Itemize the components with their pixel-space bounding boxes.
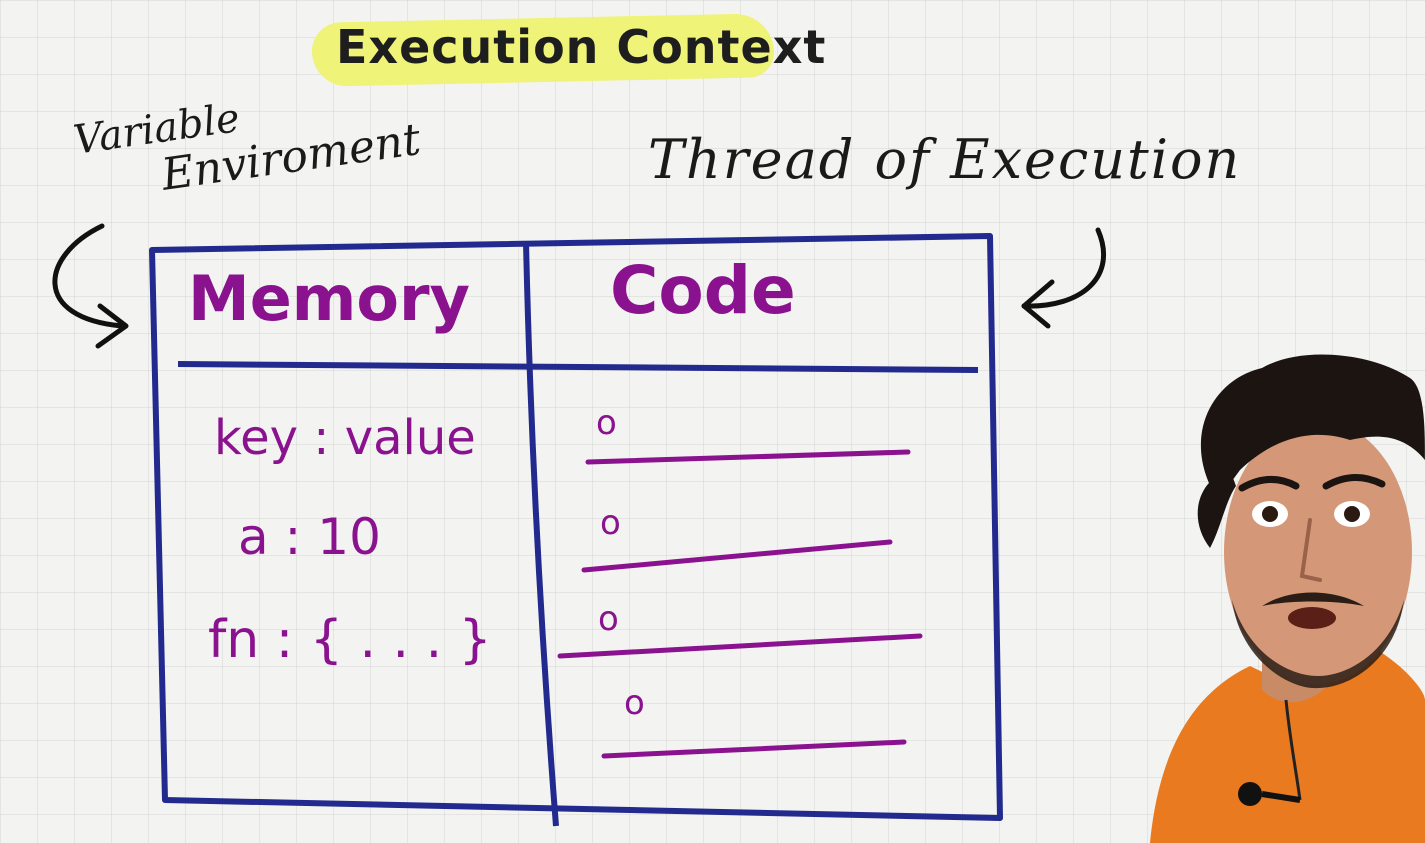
code-bullet: o [600,503,621,543]
column-divider [523,241,559,827]
presenter-right-pupil [1344,506,1360,522]
memory-row: fn : { . . . } [208,610,492,670]
presenter-left-brow [1238,476,1300,492]
presenter-figure [1150,354,1425,843]
right-arrow [1021,227,1106,309]
presenter-face [1224,420,1412,684]
presenter-mouth [1288,607,1336,629]
presenter-right-brow [1322,474,1386,490]
presenter-hair [1200,354,1425,500]
presenter-nose [1299,518,1322,582]
left-arrow [52,223,125,329]
microphone-clip [1261,791,1301,803]
memory-row: key : value [214,410,476,466]
presenter-hair-side [1197,470,1236,548]
left-arrow-head [95,303,129,349]
code-line [557,633,923,659]
code-line [581,539,893,573]
thread-of-execution-label: Thread of Execution [648,128,1242,191]
code-bullet: o [624,683,645,723]
code-line [585,449,911,465]
code-header: Code [610,252,796,329]
table-outline [149,233,1003,821]
diagram-title: Execution Context [336,20,827,74]
presenter-left-pupil [1262,506,1278,522]
header-divider [177,361,979,373]
presenter-beard [1232,600,1404,689]
microphone [1238,782,1262,806]
memory-header: Memory [188,262,470,335]
code-line [601,739,907,759]
microphone-cable [1284,699,1302,801]
memory-row: a : 10 [238,508,381,566]
right-arrow-head [1021,279,1055,329]
code-bullet: o [598,599,619,639]
code-bullet: o [596,403,617,443]
presenter-shirt [1150,640,1425,843]
presenter-mustache [1262,592,1364,606]
